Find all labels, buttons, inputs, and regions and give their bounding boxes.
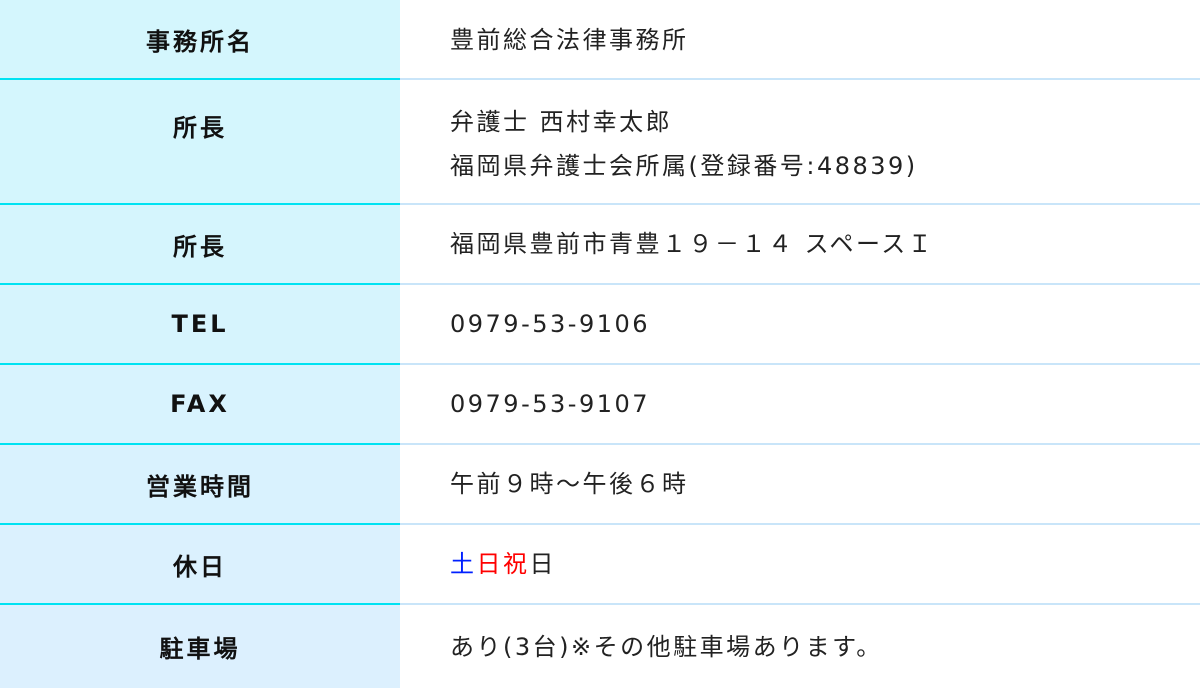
row-tel: TEL 0979-53-9106 (0, 285, 1200, 363)
label-fax: FAX (0, 365, 400, 443)
holiday-saturday: 土 (450, 550, 477, 578)
row-office-name: 事務所名 豊前総合法律事務所 (0, 0, 1200, 79)
business-hours: 午前９時～午後６時 (450, 470, 689, 498)
divider (0, 443, 1200, 445)
value-holidays: 土日祝日 (400, 525, 1200, 603)
value-tel: 0979-53-9106 (400, 285, 1200, 363)
divider (0, 203, 1200, 205)
fax-number: 0979-53-9107 (450, 390, 651, 418)
row-holidays: 休日 土日祝日 (0, 525, 1200, 603)
value-director: 弁護士 西村幸太郎 福岡県弁護士会所属(登録番号:48839) (400, 80, 1200, 203)
label-address: 所長 (0, 205, 400, 283)
parking-info: あり(3台)※その他駐車場あります。 (450, 632, 883, 661)
divider (0, 363, 1200, 365)
label-hours: 営業時間 (0, 445, 400, 523)
value-fax: 0979-53-9107 (400, 365, 1200, 443)
divider (0, 603, 1200, 605)
label-tel: TEL (0, 285, 400, 363)
office-name: 豊前総合法律事務所 (450, 25, 689, 54)
tel-number: 0979-53-9106 (450, 310, 651, 338)
divider (0, 283, 1200, 285)
label-holidays: 休日 (0, 525, 400, 603)
row-hours: 営業時間 午前９時～午後６時 (0, 445, 1200, 523)
divider (0, 523, 1200, 525)
row-director: 所長 弁護士 西村幸太郎 福岡県弁護士会所属(登録番号:48839) (0, 80, 1200, 203)
row-parking: 駐車場 あり(3台)※その他駐車場あります。 (0, 605, 1200, 688)
holiday-suffix: 日 (529, 550, 556, 578)
row-address: 所長 福岡県豊前市青豊１９－１４ スペースＩ (0, 205, 1200, 283)
value-office-name: 豊前総合法律事務所 (400, 0, 1200, 79)
director-registration: 福岡県弁護士会所属(登録番号:48839) (450, 152, 918, 180)
holiday-sunday-national: 日祝 (476, 550, 530, 578)
divider (0, 78, 1200, 80)
label-parking: 駐車場 (0, 605, 400, 688)
address: 福岡県豊前市青豊１９－１４ スペースＩ (450, 230, 935, 258)
director-name: 弁護士 西村幸太郎 (450, 108, 673, 136)
label-director: 所長 (0, 80, 400, 203)
value-hours: 午前９時～午後６時 (400, 445, 1200, 523)
label-office-name: 事務所名 (0, 0, 400, 79)
value-address: 福岡県豊前市青豊１９－１４ スペースＩ (400, 205, 1200, 283)
value-parking: あり(3台)※その他駐車場あります。 (400, 605, 1200, 688)
row-fax: FAX 0979-53-9107 (0, 365, 1200, 443)
